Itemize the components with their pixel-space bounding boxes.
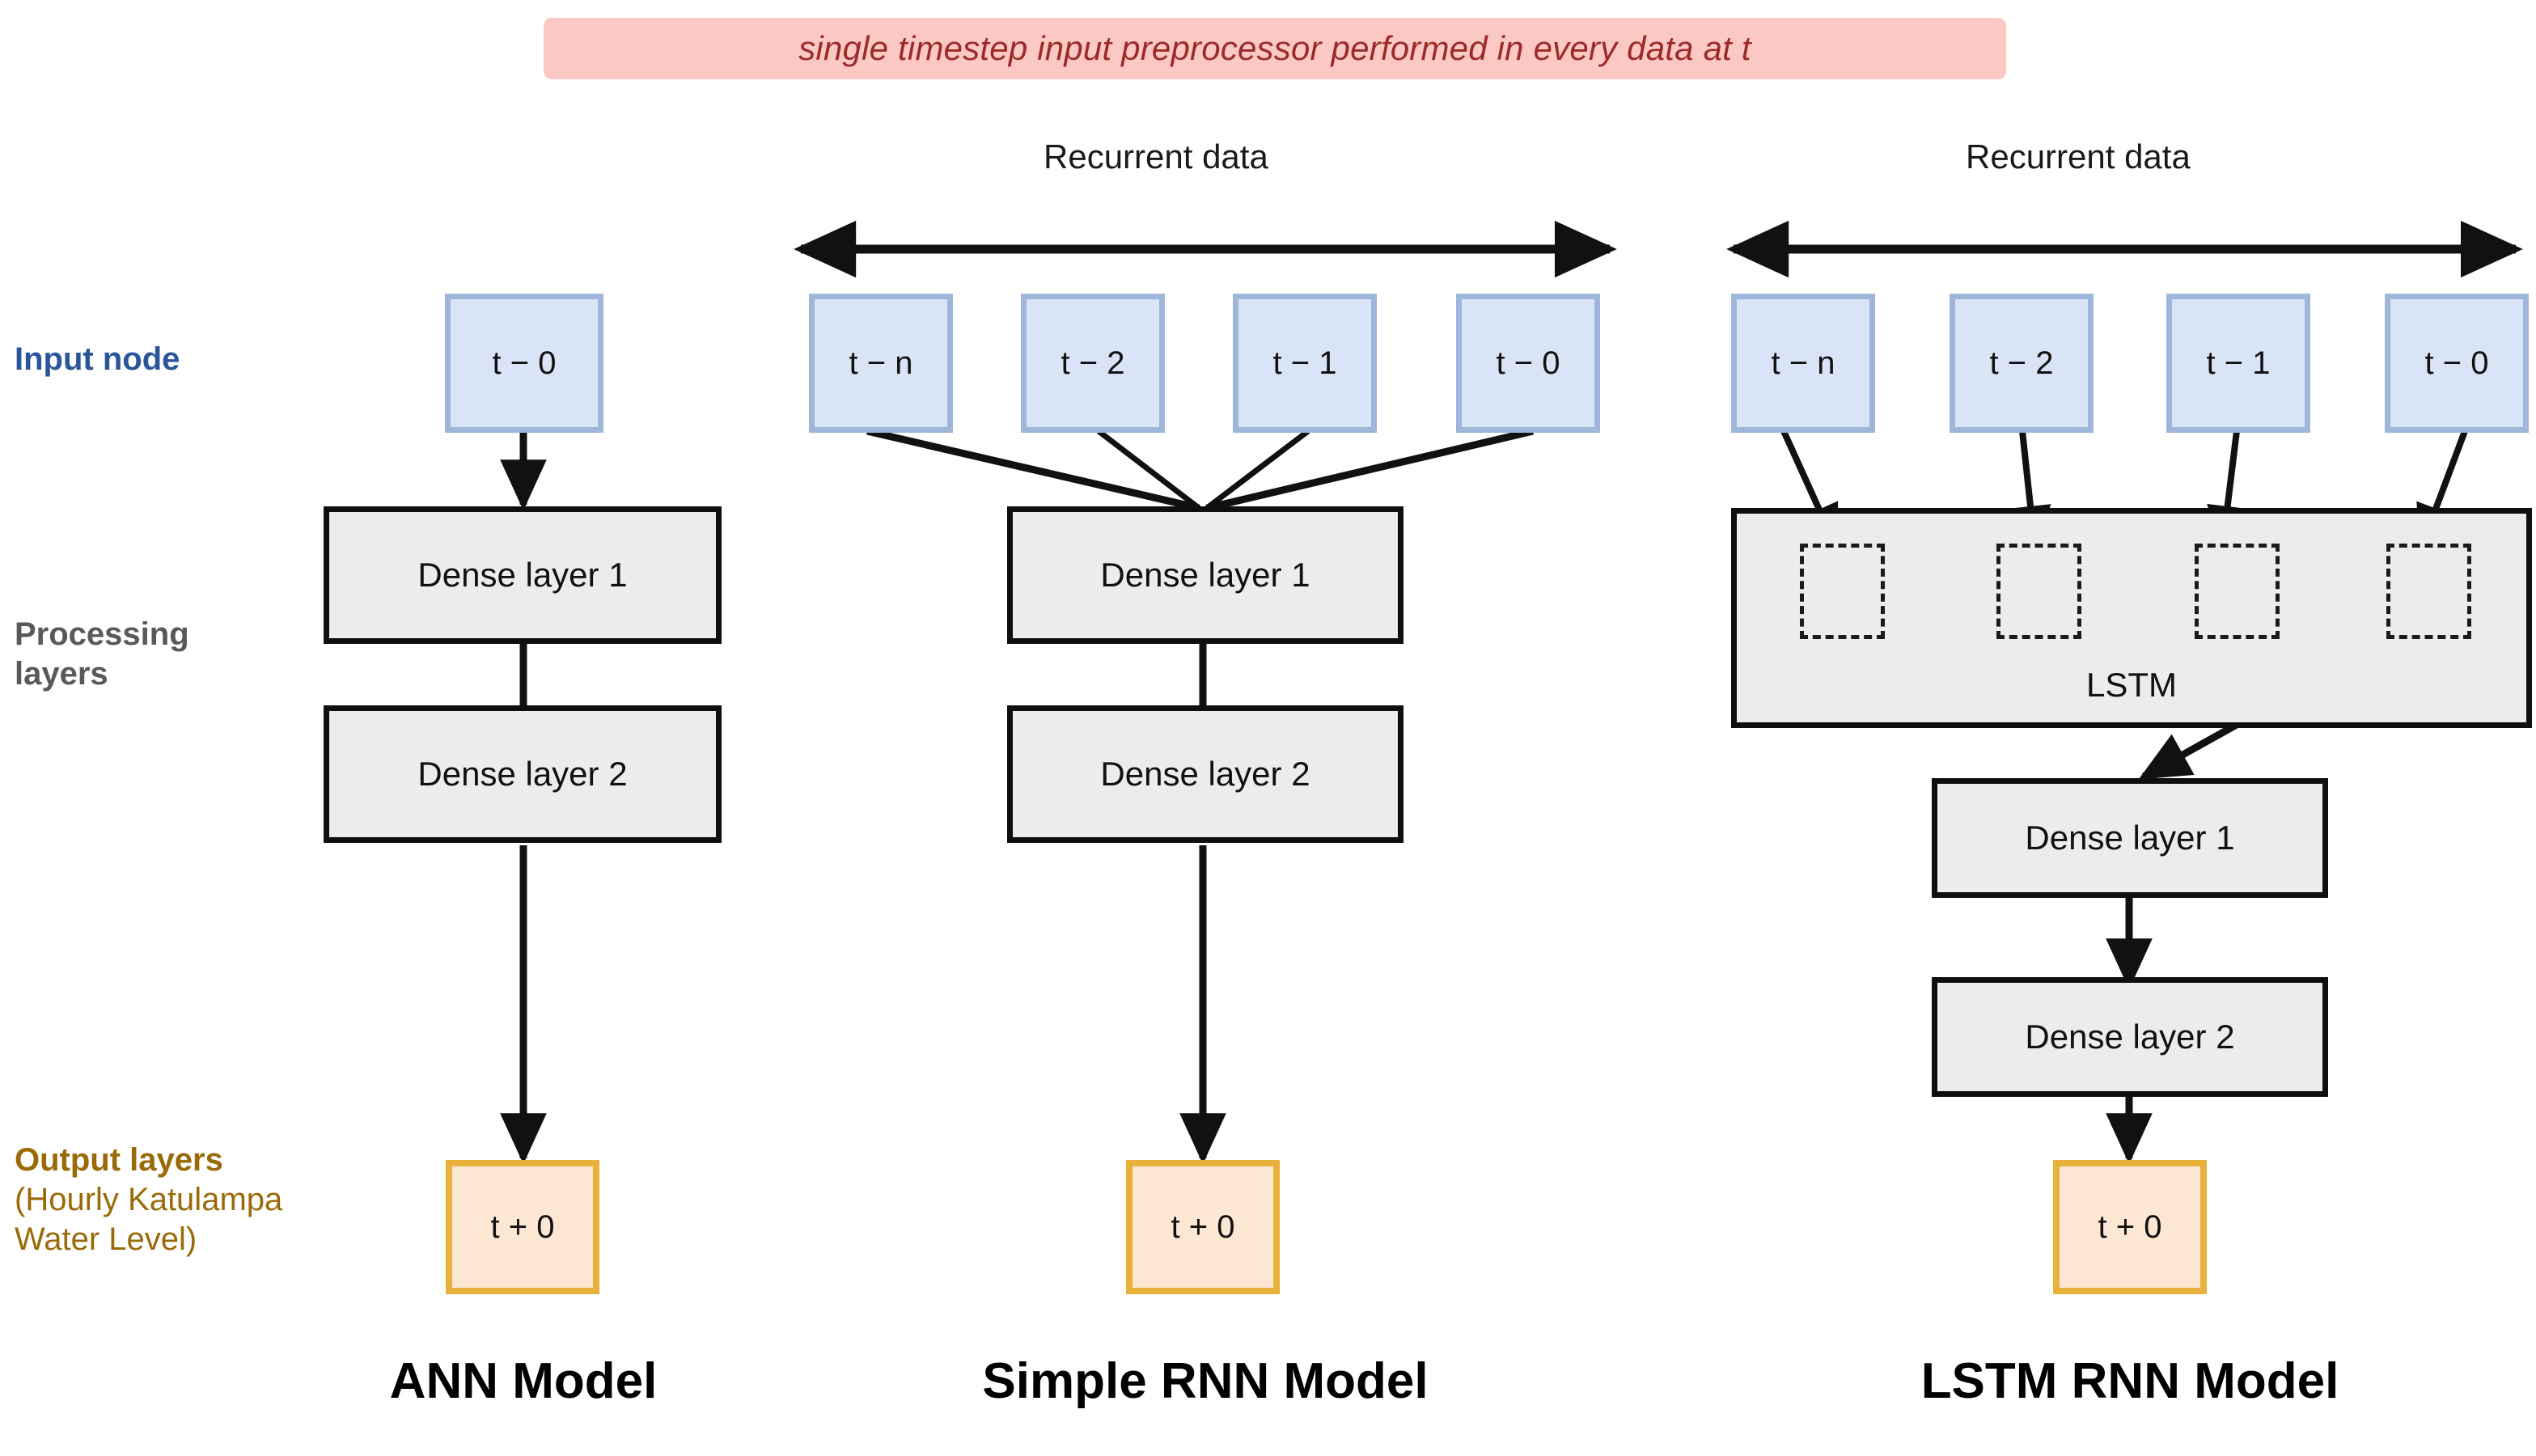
lstm-memory-cell-3 bbox=[2195, 544, 2280, 639]
ann-dense-layer-1[interactable]: Dense layer 1 bbox=[324, 506, 722, 644]
edge-rnn-input2-to-dense1 bbox=[1204, 429, 1310, 510]
rnn-dense-layer-1[interactable]: Dense layer 1 bbox=[1007, 506, 1403, 644]
lstm-input-node-t-0[interactable]: t − 0 bbox=[2385, 294, 2529, 433]
lstm-dense-layer-1[interactable]: Dense layer 1 bbox=[1932, 778, 2328, 898]
model-caption-lstm-rnn: LSTM RNN Model bbox=[1920, 1353, 2339, 1409]
model-caption-ann: ANN Model bbox=[389, 1353, 658, 1409]
rnn-input-node-t-0[interactable]: t − 0 bbox=[1456, 294, 1600, 433]
rnn-output-node-t-0[interactable]: t + 0 bbox=[1126, 1160, 1280, 1294]
rnn-input-node-t-1[interactable]: t − 1 bbox=[1233, 294, 1377, 433]
ann-dense-layer-2[interactable]: Dense layer 2 bbox=[324, 705, 722, 843]
lstm-dense-layer-2[interactable]: Dense layer 2 bbox=[1932, 977, 2328, 1097]
recurrent-data-label-rnn: Recurrent data bbox=[1044, 138, 1268, 176]
row-label-processing-layers: Processing layers bbox=[15, 616, 189, 692]
row-label-output-detail: (Hourly Katulampa Water Level) bbox=[15, 1181, 283, 1257]
model-caption-simple-rnn: Simple RNN Model bbox=[982, 1353, 1429, 1409]
edge-rnn-input1-to-dense1 bbox=[1096, 429, 1201, 510]
row-label-output-layers: Output layers (Hourly Katulampa Water Le… bbox=[15, 1141, 362, 1259]
lstm-input-node-t-2[interactable]: t − 2 bbox=[1950, 294, 2094, 433]
lstm-memory-cell-4 bbox=[2386, 544, 2471, 639]
lstm-input-node-t-n[interactable]: t − n bbox=[1731, 294, 1875, 433]
rnn-input-node-t-n[interactable]: t − n bbox=[809, 294, 953, 433]
ann-output-node-t-0[interactable]: t + 0 bbox=[446, 1160, 599, 1294]
row-label-output-title: Output layers bbox=[15, 1142, 223, 1178]
lstm-memory-cell-1 bbox=[1800, 544, 1885, 639]
edge-rnn-input3-to-dense1 bbox=[1205, 427, 1535, 512]
preprocessor-banner-text: single timestep input preprocessor perfo… bbox=[798, 29, 1751, 67]
ann-input-node-t-0[interactable]: t − 0 bbox=[445, 294, 603, 433]
lstm-memory-cell-2 bbox=[1996, 544, 2081, 639]
lstm-output-node-t-0[interactable]: t + 0 bbox=[2053, 1160, 2207, 1294]
preprocessor-banner: single timestep input preprocessor perfo… bbox=[544, 18, 2006, 79]
edge-rnn-input0-to-dense1 bbox=[866, 427, 1200, 512]
rnn-input-node-t-2[interactable]: t − 2 bbox=[1021, 294, 1165, 433]
row-label-input-node: Input node bbox=[15, 341, 180, 377]
rnn-dense-layer-2[interactable]: Dense layer 2 bbox=[1007, 705, 1403, 843]
lstm-input-node-t-1[interactable]: t − 1 bbox=[2166, 294, 2310, 433]
recurrent-data-label-lstm: Recurrent data bbox=[1966, 138, 2191, 176]
